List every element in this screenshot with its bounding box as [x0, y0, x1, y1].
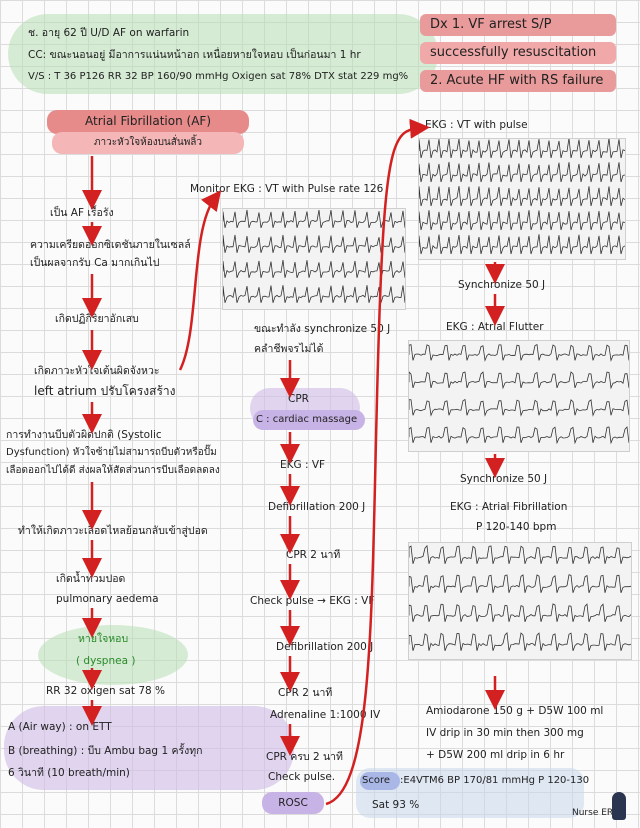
cpr-2-min-1: CPR 2 นาที — [286, 549, 341, 561]
ekg-vf-text: EKG : VF — [280, 459, 326, 471]
step-oxidative-2: เป็นผลจากรับ Ca มากเกินไป — [30, 257, 160, 269]
rosc-label: ROSC — [278, 797, 308, 809]
synchronize-50j-2: Synchronize 50 J — [460, 473, 548, 485]
chief-complaint: CC: ขณะนอนอยู่ มีอาการแน่นหน้าอก เหนื่อย… — [28, 49, 361, 61]
ekg-waveform — [409, 632, 631, 651]
ekg-waveform — [409, 344, 629, 362]
ekg-waveform — [223, 259, 405, 278]
defibrillation-1: Defibrillation 200 J — [268, 501, 366, 513]
af-title-highlight — [47, 110, 249, 134]
step-systolic-3: เลือดออกไปได้ดี ส่งผลให้สัดส่วนการบีบเลื… — [6, 465, 220, 476]
ekg-trace-1 — [223, 209, 405, 303]
step-backflow: ทำให้เกิดภาวะเลือดไหลย้อนกลับเข้าสู่ปอด — [18, 525, 208, 537]
ekg-atrial-fibrillation: EKG : Atrial Fibrillation — [450, 501, 568, 513]
ekg-vt-strip-2 — [418, 138, 626, 260]
oxygen-saturation: Sat 93 % — [372, 799, 420, 811]
breathing-text-1: B (breathing) : บีบ Ambu bag 1 ครั้งทุก — [8, 745, 203, 757]
airway-text: A (Air way) : on ETT — [8, 721, 112, 733]
ekg-vt-with-pulse: EKG : VT with pulse — [425, 119, 528, 131]
af-subtitle: ภาวะหัวใจห้องบนสั่นพลิ้ว — [93, 137, 203, 148]
ekg-vt-strip-1 — [222, 208, 406, 310]
ekg-waveform — [419, 161, 625, 183]
dx-line-2: successfully resuscitation — [420, 42, 616, 64]
ekg-trace-3 — [409, 344, 629, 445]
monitor-ekg: Monitor EKG : VT with Pulse rate 126 — [190, 183, 384, 195]
step-rr-sat: RR 32 oxigen sat 78 % — [46, 685, 166, 697]
heart-rate-range: P 120-140 bpm — [476, 521, 557, 533]
defibrillation-2: Defibrillation 200 J — [276, 641, 374, 653]
step-dyspnea-1: หายใจหอบ — [78, 633, 129, 645]
rosc-highlight — [262, 792, 324, 814]
amiodarone-2: IV drip in 30 min then 300 mg — [426, 727, 584, 739]
ekg-waveform — [409, 603, 631, 622]
synchronize-50j-1: Synchronize 50 J — [458, 279, 546, 291]
ekg-waveform — [409, 426, 629, 445]
ekg-waveform — [409, 544, 631, 564]
ekg-waveform — [419, 210, 625, 231]
ekg-af-strip — [408, 542, 632, 660]
ekg-waveform — [223, 285, 405, 303]
step-arrhythmia-2: left atrium ปรับโครงสร้าง — [34, 384, 176, 398]
step-oxidative-1: ความเครียดออกซิเดชันภายในเซลล์ — [30, 239, 191, 251]
cardiac-massage-text: C : cardiac massage — [256, 414, 358, 425]
check-pulse-text: Check pulse. — [268, 771, 336, 783]
patient-info: ช. อายุ 62 ปี U/D AF on warfarin — [28, 27, 190, 39]
patient-highlight — [8, 14, 438, 94]
ekg-waveform — [419, 139, 625, 159]
step-edema-1: เกิดน้ำท่วมปอด — [56, 573, 126, 585]
step-chronic-af: เป็น AF เรื้อรัง — [50, 207, 114, 219]
breathing-text-2: 6 วินาที (10 breath/min) — [8, 767, 130, 779]
synchronizing-text: ขณะทำลัง synchronize 50 J — [254, 323, 391, 335]
ekg-waveform — [409, 398, 629, 417]
ekg-flutter-strip — [408, 340, 630, 452]
ekg-atrial-flutter: EKG : Atrial Flutter — [446, 321, 544, 333]
vital-signs: V/S : T 36 P126 RR 32 BP 160/90 mmHg Oxi… — [28, 71, 409, 82]
airway-highlight — [4, 706, 294, 790]
dx-line-1: Dx 1. VF arrest S/P — [420, 14, 616, 36]
ekg-trace-2 — [419, 139, 625, 255]
step-systolic-1: การทำงานบีบตัวผิดปกติ (Systolic — [6, 429, 162, 441]
ekg-waveform — [223, 234, 405, 253]
step-inflammation: เกิดปฏิกิริยาอักเสบ — [55, 313, 139, 325]
ekg-waveform — [419, 234, 625, 255]
step-dyspnea-2: ( dyspnea ) — [76, 655, 136, 667]
adrenaline-text: Adrenaline 1:1000 IV — [270, 709, 381, 721]
score-value: :E4VTM6 BP 170/81 mmHg P 120-130 — [400, 775, 590, 786]
cpr-2-min-2: CPR 2 นาที — [278, 687, 333, 699]
cpr-complete: CPR ครบ 2 นาที — [266, 751, 343, 763]
step-edema-2: pulmonary aedema — [56, 593, 159, 605]
ekg-waveform — [409, 574, 631, 593]
ekg-waveform — [223, 209, 405, 228]
score-label: Score — [362, 775, 391, 786]
ekg-waveform — [409, 371, 629, 390]
pulse-lost-text: คลำชีพจรไม่ได้ — [254, 343, 324, 355]
amiodarone-3: + D5W 200 ml drip in 6 hr — [426, 749, 565, 761]
step-arrhythmia-1: เกิดภาวะหัวใจเต้นผิดจังหวะ — [34, 365, 160, 377]
dx-line-3: 2. Acute HF with RS failure — [420, 70, 616, 92]
author-signature: Nurse ER — [572, 808, 614, 818]
af-title: Atrial Fibrillation (AF) — [84, 114, 212, 128]
dyspnea-highlight — [38, 625, 188, 685]
step-systolic-2: Dysfunction) หัวใจซ้ายไม่สามารถบีบตัวหรื… — [6, 447, 217, 458]
ekg-waveform — [419, 186, 625, 207]
nurse-avatar — [612, 792, 626, 820]
cpr-text: CPR — [288, 393, 309, 405]
ekg-trace-4 — [409, 544, 631, 651]
check-pulse-vf: Check pulse → EKG : VF — [250, 595, 375, 607]
amiodarone-1: Amiodarone 150 g + D5W 100 ml — [426, 705, 604, 717]
af-subtitle-highlight — [52, 132, 244, 154]
